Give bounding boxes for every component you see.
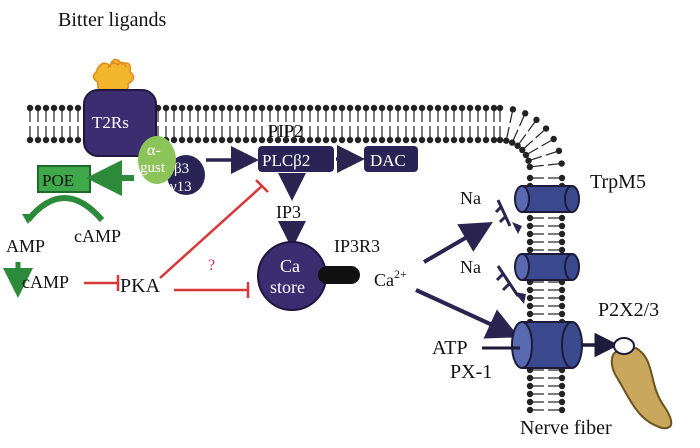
camp-top-label: cAMP <box>74 226 121 246</box>
alpha-label: α- <box>147 142 161 159</box>
bitter-ligand-icon <box>92 58 135 95</box>
poe-label: POE <box>42 171 74 190</box>
nerve-fiber <box>610 346 673 430</box>
question-mark: ? <box>208 257 215 274</box>
ca-to-px1-arrow <box>415 288 520 339</box>
plcb2-box <box>258 146 334 172</box>
alpha-gustducin <box>138 136 176 184</box>
amp-label: AMP <box>6 236 45 256</box>
p2x-label: P2X2/3 <box>598 299 659 321</box>
px1-label: PX-1 <box>450 361 492 383</box>
t2rs-label: T2Rs <box>92 113 129 132</box>
na-influx-top-arrow <box>494 199 512 227</box>
na-mid-label: Na <box>460 257 481 277</box>
plcb2-label: PLCβ2 <box>262 151 310 170</box>
px1-channel <box>511 321 583 369</box>
nerve-fiber-label: Nerve fiber <box>520 417 612 439</box>
t2r-receptor <box>83 89 157 157</box>
pka-inhibits-plc-line <box>159 185 263 279</box>
ip3-label: IP3 <box>276 202 301 222</box>
ca-to-trpm5-arrow <box>422 221 493 264</box>
beta3-label: β3 <box>174 161 189 177</box>
pka-inhibits-plc-bar <box>255 179 269 193</box>
atp-label: ATP <box>432 337 468 359</box>
gamma13-label: γ13 <box>169 179 192 195</box>
camp-left-label: cAMP <box>22 272 69 292</box>
g-beta-gamma-subunit <box>167 155 205 195</box>
dac-box <box>364 146 418 172</box>
na-influx-mid-arrow <box>495 265 520 297</box>
ca2-label: Ca2+ <box>374 267 407 290</box>
trpm5-channel-bottom <box>514 253 580 281</box>
ca-label: Ca <box>280 256 300 276</box>
ca-store <box>257 241 327 311</box>
poe-catalysis-curve <box>25 195 105 222</box>
trpm5-label: TrpM5 <box>590 171 646 193</box>
pip2-label: PIP2 <box>268 121 303 141</box>
pka-label: PKA <box>120 275 161 297</box>
poe-curve-arrowhead <box>22 214 34 224</box>
na-influx-mid-head <box>514 292 526 304</box>
p2x-receptor <box>613 337 635 355</box>
poe-box <box>37 165 91 193</box>
na-influx-top-head <box>512 222 522 234</box>
na-top-label: Na <box>460 188 481 208</box>
store-label: store <box>270 277 305 297</box>
trpm5-channel-top <box>514 185 580 213</box>
gust-label: gust <box>140 160 166 176</box>
bitter-ligands-label: Bitter ligands <box>58 9 167 31</box>
dac-label: DAC <box>370 151 406 170</box>
ip3r3-channel <box>318 266 360 284</box>
ip3r3-label: IP3R3 <box>334 236 380 256</box>
